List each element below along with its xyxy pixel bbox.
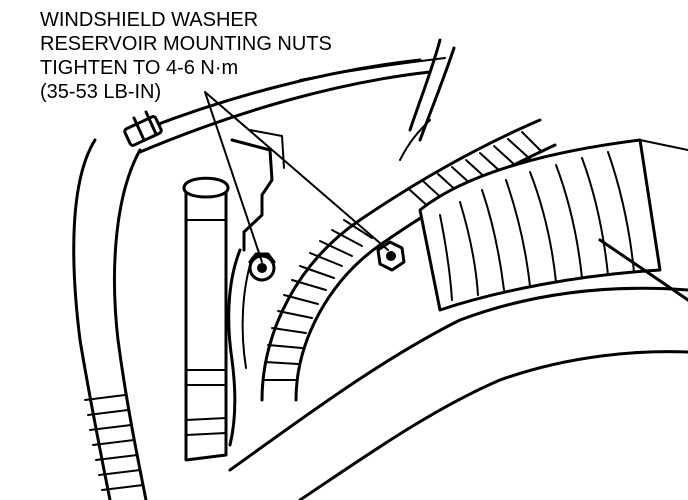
harness-wires <box>399 38 456 161</box>
left-hose <box>72 138 148 500</box>
mounting-nut-right <box>376 240 406 272</box>
callout-line-2: RESERVOIR MOUNTING NUTS <box>40 33 332 55</box>
reservoir-bracket <box>227 129 285 447</box>
callout-line-4: (35-53 LB-IN) <box>40 81 162 103</box>
leader-lines <box>204 91 389 263</box>
hood-edge <box>128 57 446 154</box>
callout-line-1: WINDSHIELD WASHER <box>40 9 259 31</box>
mounting-nut-left <box>248 252 276 282</box>
strut-tube <box>182 176 230 462</box>
torque-callout: WINDSHIELD WASHER RESERVOIR MOUNTING NUT… <box>40 8 332 104</box>
air-intake-bellows <box>418 138 662 312</box>
callout-line-3: TIGHTEN TO 4-6 N·m <box>40 57 239 79</box>
fender-panel <box>228 139 688 500</box>
hose-clip <box>123 110 163 147</box>
